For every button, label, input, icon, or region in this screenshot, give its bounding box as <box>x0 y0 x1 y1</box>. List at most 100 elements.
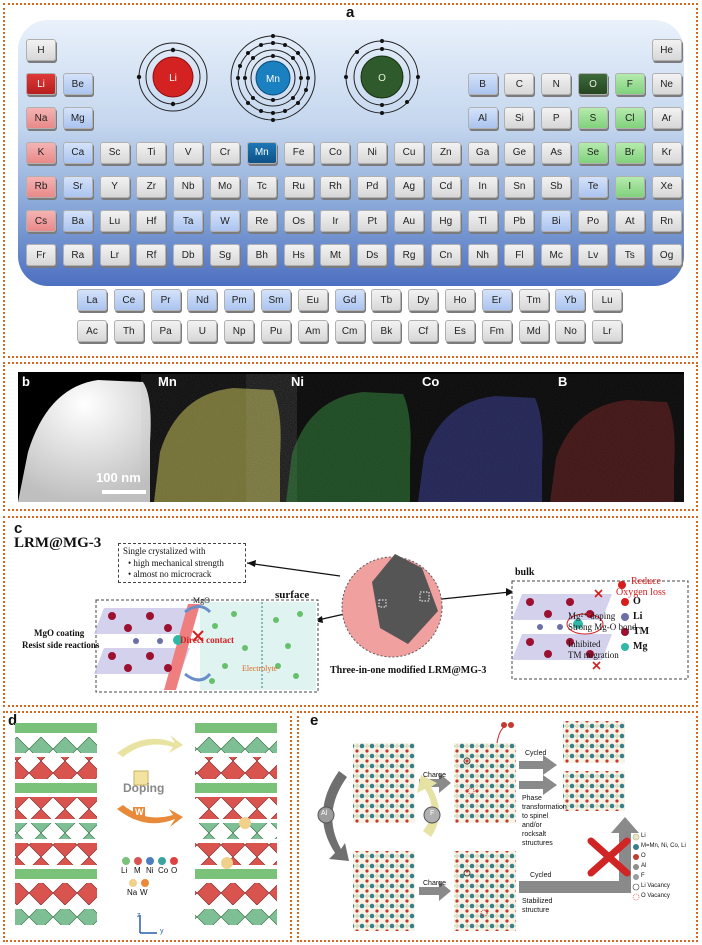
element-co: Co <box>320 141 351 164</box>
element-ne: Ne <box>651 73 682 96</box>
element-v: V <box>173 141 204 164</box>
legend-mg: Mg <box>633 641 648 652</box>
element-n: N <box>541 73 572 96</box>
b-channel-label: B <box>558 374 568 389</box>
actinide-cf: Cf <box>408 320 439 342</box>
phase-text-5: rocksalt <box>522 831 547 838</box>
charged-structure-bottom <box>454 851 516 931</box>
element-cl: Cl <box>614 107 645 130</box>
oxygen-atom-label: O <box>378 73 386 84</box>
element-fr: Fr <box>26 244 56 267</box>
lanthanide-ce: Ce <box>113 289 144 311</box>
element-rg: Rg <box>394 244 424 267</box>
element-si: Si <box>504 107 535 130</box>
panel-a-frame <box>3 3 698 358</box>
panel-b-frame <box>3 362 698 511</box>
axis-z-label: z <box>137 912 141 919</box>
panel-d-frame <box>3 711 292 942</box>
element-au: Au <box>394 210 424 232</box>
element-te: Te <box>578 175 608 198</box>
phase-text-1: Phase <box>522 795 542 802</box>
panel-e-letter: e <box>310 712 319 729</box>
phase-text-3: to spinel <box>522 813 549 820</box>
element-rn: Rn <box>651 210 682 232</box>
charged-structure-top <box>454 743 516 823</box>
surface-label: surface <box>275 589 310 601</box>
legend-o-d: O <box>171 866 178 875</box>
element-ds: Ds <box>357 244 388 267</box>
particle-core <box>372 554 438 644</box>
element-nh: Nh <box>467 244 498 267</box>
haadf-particle <box>18 380 151 502</box>
element-br: Br <box>614 141 645 164</box>
element-sc: Sc <box>99 141 130 164</box>
phase-text-6: structures <box>522 840 553 847</box>
element-b: B <box>467 73 498 96</box>
lanthanide-la: La <box>77 289 107 311</box>
element-os: Os <box>283 210 314 232</box>
actinide-np: Np <box>224 320 255 342</box>
cycled-top-label: Cycled <box>525 750 547 757</box>
legend-tm: TM <box>633 626 650 637</box>
f-node-label: F <box>430 810 435 817</box>
panel-a-letter: a <box>346 4 355 21</box>
element-f: F <box>614 73 645 96</box>
element-fl: Fl <box>504 244 535 267</box>
element-ni: Ni <box>357 141 388 164</box>
doping-2: Strong Mg-O bond <box>568 622 637 632</box>
info-box-line-3-text: almost no microcrack <box>133 569 212 579</box>
element-k: K <box>26 141 56 164</box>
element-i: I <box>614 175 645 198</box>
actinide-lr: Lr <box>592 320 623 342</box>
e-legend-item: Li Vacancy <box>641 883 670 889</box>
actinide-am: Am <box>297 320 328 342</box>
element-mt: Mt <box>320 244 351 267</box>
element-rf: Rf <box>136 244 167 267</box>
actinide-th: Th <box>113 320 144 342</box>
element-at: At <box>614 210 645 232</box>
w-label: W <box>135 807 144 817</box>
element-mo: Mo <box>210 175 240 198</box>
legend-o: O <box>633 596 641 607</box>
panel-b-letter: b <box>22 374 30 389</box>
element-ta: Ta <box>173 210 204 232</box>
left-caption-1: MgO coating <box>34 628 85 638</box>
element-se: Se <box>578 141 608 164</box>
element-hf: Hf <box>136 210 167 232</box>
element-og: Og <box>651 244 682 267</box>
element-mn: Mn <box>246 141 277 164</box>
actinide-cm: Cm <box>334 320 365 342</box>
element-pt: Pt <box>357 210 388 232</box>
element-pb: Pb <box>504 210 535 232</box>
element-li: Li <box>26 73 56 96</box>
al-doping-arrow <box>322 771 349 861</box>
element-sg: Sg <box>210 244 240 267</box>
info-box-line-2: • high mechanical strength <box>128 558 224 568</box>
lanthanide-dy: Dy <box>408 289 439 311</box>
panel-e-graphics <box>317 721 640 931</box>
lithium-atom-label: Li <box>169 73 177 84</box>
element-ca: Ca <box>62 141 93 164</box>
actinide-md: Md <box>518 320 549 342</box>
lanthanide-er: Er <box>481 289 512 311</box>
actinide-bk: Bk <box>371 320 402 342</box>
actinide-u: U <box>187 320 218 342</box>
lanthanide-gd: Gd <box>334 289 365 311</box>
element-db: Db <box>173 244 204 267</box>
info-box-line-2-text: high mechanical strength <box>133 558 224 568</box>
lithium-atom-diagram: Li <box>136 42 208 112</box>
e-legend-item: Li <box>641 833 646 839</box>
element-s: S <box>578 107 608 130</box>
legend-co-d: Co <box>158 866 169 875</box>
panel-e-frame <box>297 711 698 942</box>
element-ba: Ba <box>62 210 93 232</box>
legend-na-d: Na <box>127 888 138 897</box>
lanthanide-pr: Pr <box>150 289 181 311</box>
element-hg: Hg <box>430 210 461 232</box>
element-ra: Ra <box>62 244 93 267</box>
axis-y-label: y <box>160 928 164 935</box>
element-lu: Lu <box>99 210 130 232</box>
actinide-pu: Pu <box>261 320 291 342</box>
e-legend-item: M=Mn, Ni, Co, Li <box>641 843 686 849</box>
element-h: H <box>26 39 56 61</box>
